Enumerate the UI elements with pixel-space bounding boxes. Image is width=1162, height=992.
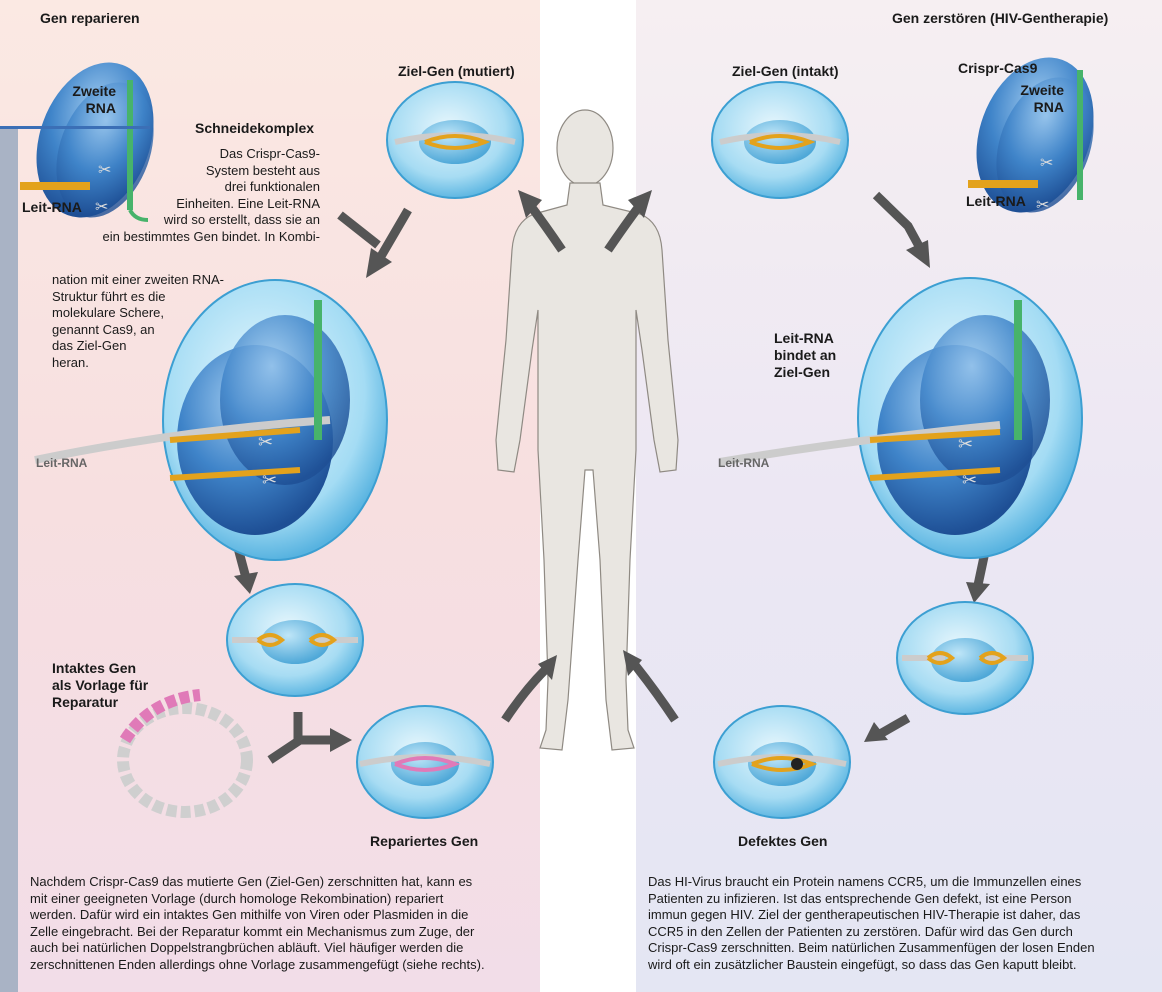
caption-right: Das HI-Virus braucht ein Protein namens … [648, 874, 1095, 974]
join-arrow-left [270, 740, 300, 760]
cell-cut-right [897, 602, 1033, 714]
heading-gen-reparieren: Gen reparieren [40, 10, 140, 26]
plasmid-ring [123, 695, 247, 812]
label-leit-rna-right: Leit-RNA [966, 193, 1026, 210]
cell-repariertes-gen [357, 706, 493, 818]
svg-text:✂: ✂ [962, 470, 977, 490]
svg-text:✂: ✂ [1036, 197, 1049, 214]
schneidekomplex-text-bottom: nation mit einer zweiten RNA- Struktur f… [52, 272, 224, 372]
label-defektes-gen: Defektes Gen [738, 833, 827, 850]
svg-text:✂: ✂ [1040, 155, 1053, 172]
schneidekomplex-box: Schneidekomplex Das Crispr-Cas9- System … [40, 120, 330, 392]
heading-gen-zerstoeren: Gen zerstören (HIV-Gentherapie) [892, 10, 1108, 26]
label-leit-rna-bindet: Leit-RNA bindet an Ziel-Gen [774, 330, 836, 381]
svg-text:✂: ✂ [258, 432, 273, 452]
cell-defektes-gen [714, 706, 850, 818]
cell-cut-left [227, 584, 363, 696]
label-zweite-rna-left: Zweite RNA [70, 83, 116, 117]
svg-text:✂: ✂ [958, 434, 973, 454]
cell-ziel-gen-mutiert [387, 82, 523, 198]
svg-text:✂: ✂ [262, 470, 277, 490]
dna-end-label-left: Leit-RNA [36, 456, 87, 470]
label-zweite-rna-right: Zweite RNA [1012, 82, 1064, 116]
dna-end-label-right: Leit-RNA [718, 456, 769, 470]
label-ziel-gen-mutiert: Ziel-Gen (mutiert) [398, 63, 515, 80]
caption-left: Nachdem Crispr-Cas9 das mutierte Gen (Zi… [30, 874, 485, 974]
cell-ziel-gen-intakt [712, 82, 848, 198]
left-edge-bar [0, 128, 18, 992]
label-crispr-cas9: Crispr-Cas9 [958, 60, 1037, 77]
schneidekomplex-title: Schneidekomplex [195, 120, 314, 137]
label-ziel-gen-intakt: Ziel-Gen (intakt) [732, 63, 839, 80]
label-intaktes-gen: Intaktes Gen als Vorlage für Reparatur [52, 660, 148, 711]
label-repariertes-gen: Repariertes Gen [370, 833, 478, 850]
big-cell-right: ✂ ✂ [720, 278, 1082, 558]
schneidekomplex-text-top: Das Crispr-Cas9- System besteht aus drei… [103, 146, 321, 246]
